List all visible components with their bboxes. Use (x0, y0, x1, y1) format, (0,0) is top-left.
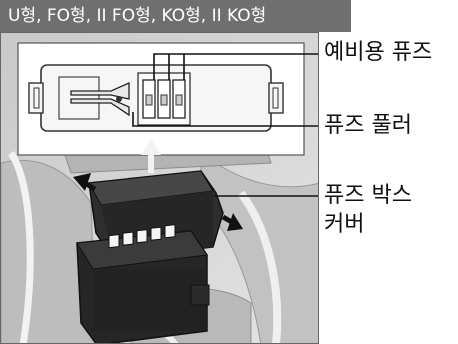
variant-label: U형, FO형, II FO형, KO형, II KO형 (0, 0, 351, 32)
fuse-box-cover-label-line2: 커버 (324, 212, 365, 237)
illustration-drawing (1, 33, 318, 343)
spare-fuse-label: 예비용 퓨즈 (324, 40, 433, 65)
fuse-puller-label: 퓨즈 풀러 (324, 113, 412, 138)
fuse-box-cover-label-line1: 퓨즈 박스 (324, 183, 412, 208)
fuse-puller-shape (70, 81, 130, 100)
fuse-box-illustration (0, 32, 319, 344)
